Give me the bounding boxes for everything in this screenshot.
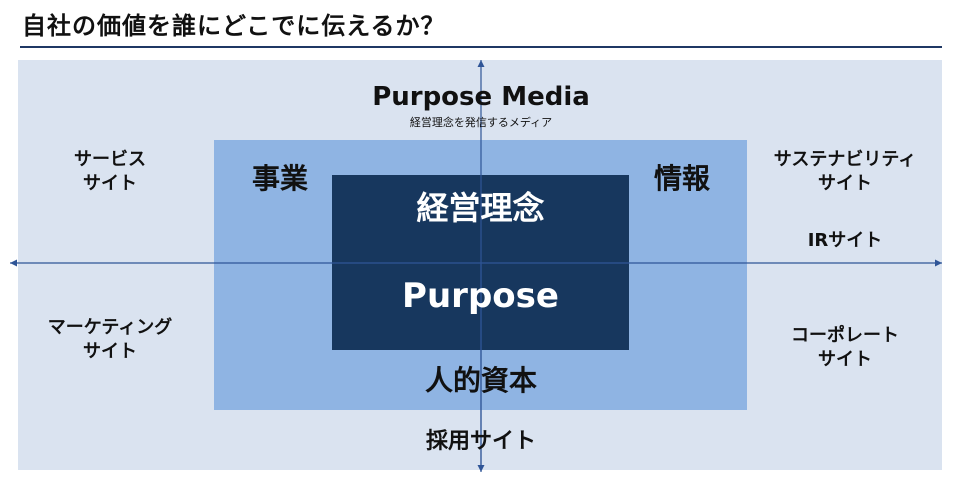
- purpose-media-sub: 経営理念を発信するメディア: [409, 116, 553, 129]
- purpose-media-label: Purpose Media: [372, 82, 590, 112]
- core-philosophy-label: 経営理念: [416, 189, 545, 227]
- page-title: 自社の価値を誰にどこでに伝えるか？: [22, 12, 446, 40]
- corporate-site: コーポレート サイト: [791, 325, 899, 371]
- marketing-site: マーケティング サイト: [47, 317, 173, 363]
- information-label: 情報: [653, 162, 710, 195]
- service-site: サービス サイト: [74, 149, 146, 195]
- business-label: 事業: [251, 162, 308, 195]
- sustainability-site: サステナビリティ サイト: [773, 149, 917, 195]
- ir-site: IRサイト: [807, 230, 883, 251]
- recruit-site: 採用サイト: [425, 429, 536, 454]
- title-divider: [20, 46, 942, 48]
- human-capital-label: 人的資本: [424, 364, 537, 397]
- core-purpose-label: Purpose: [402, 276, 559, 316]
